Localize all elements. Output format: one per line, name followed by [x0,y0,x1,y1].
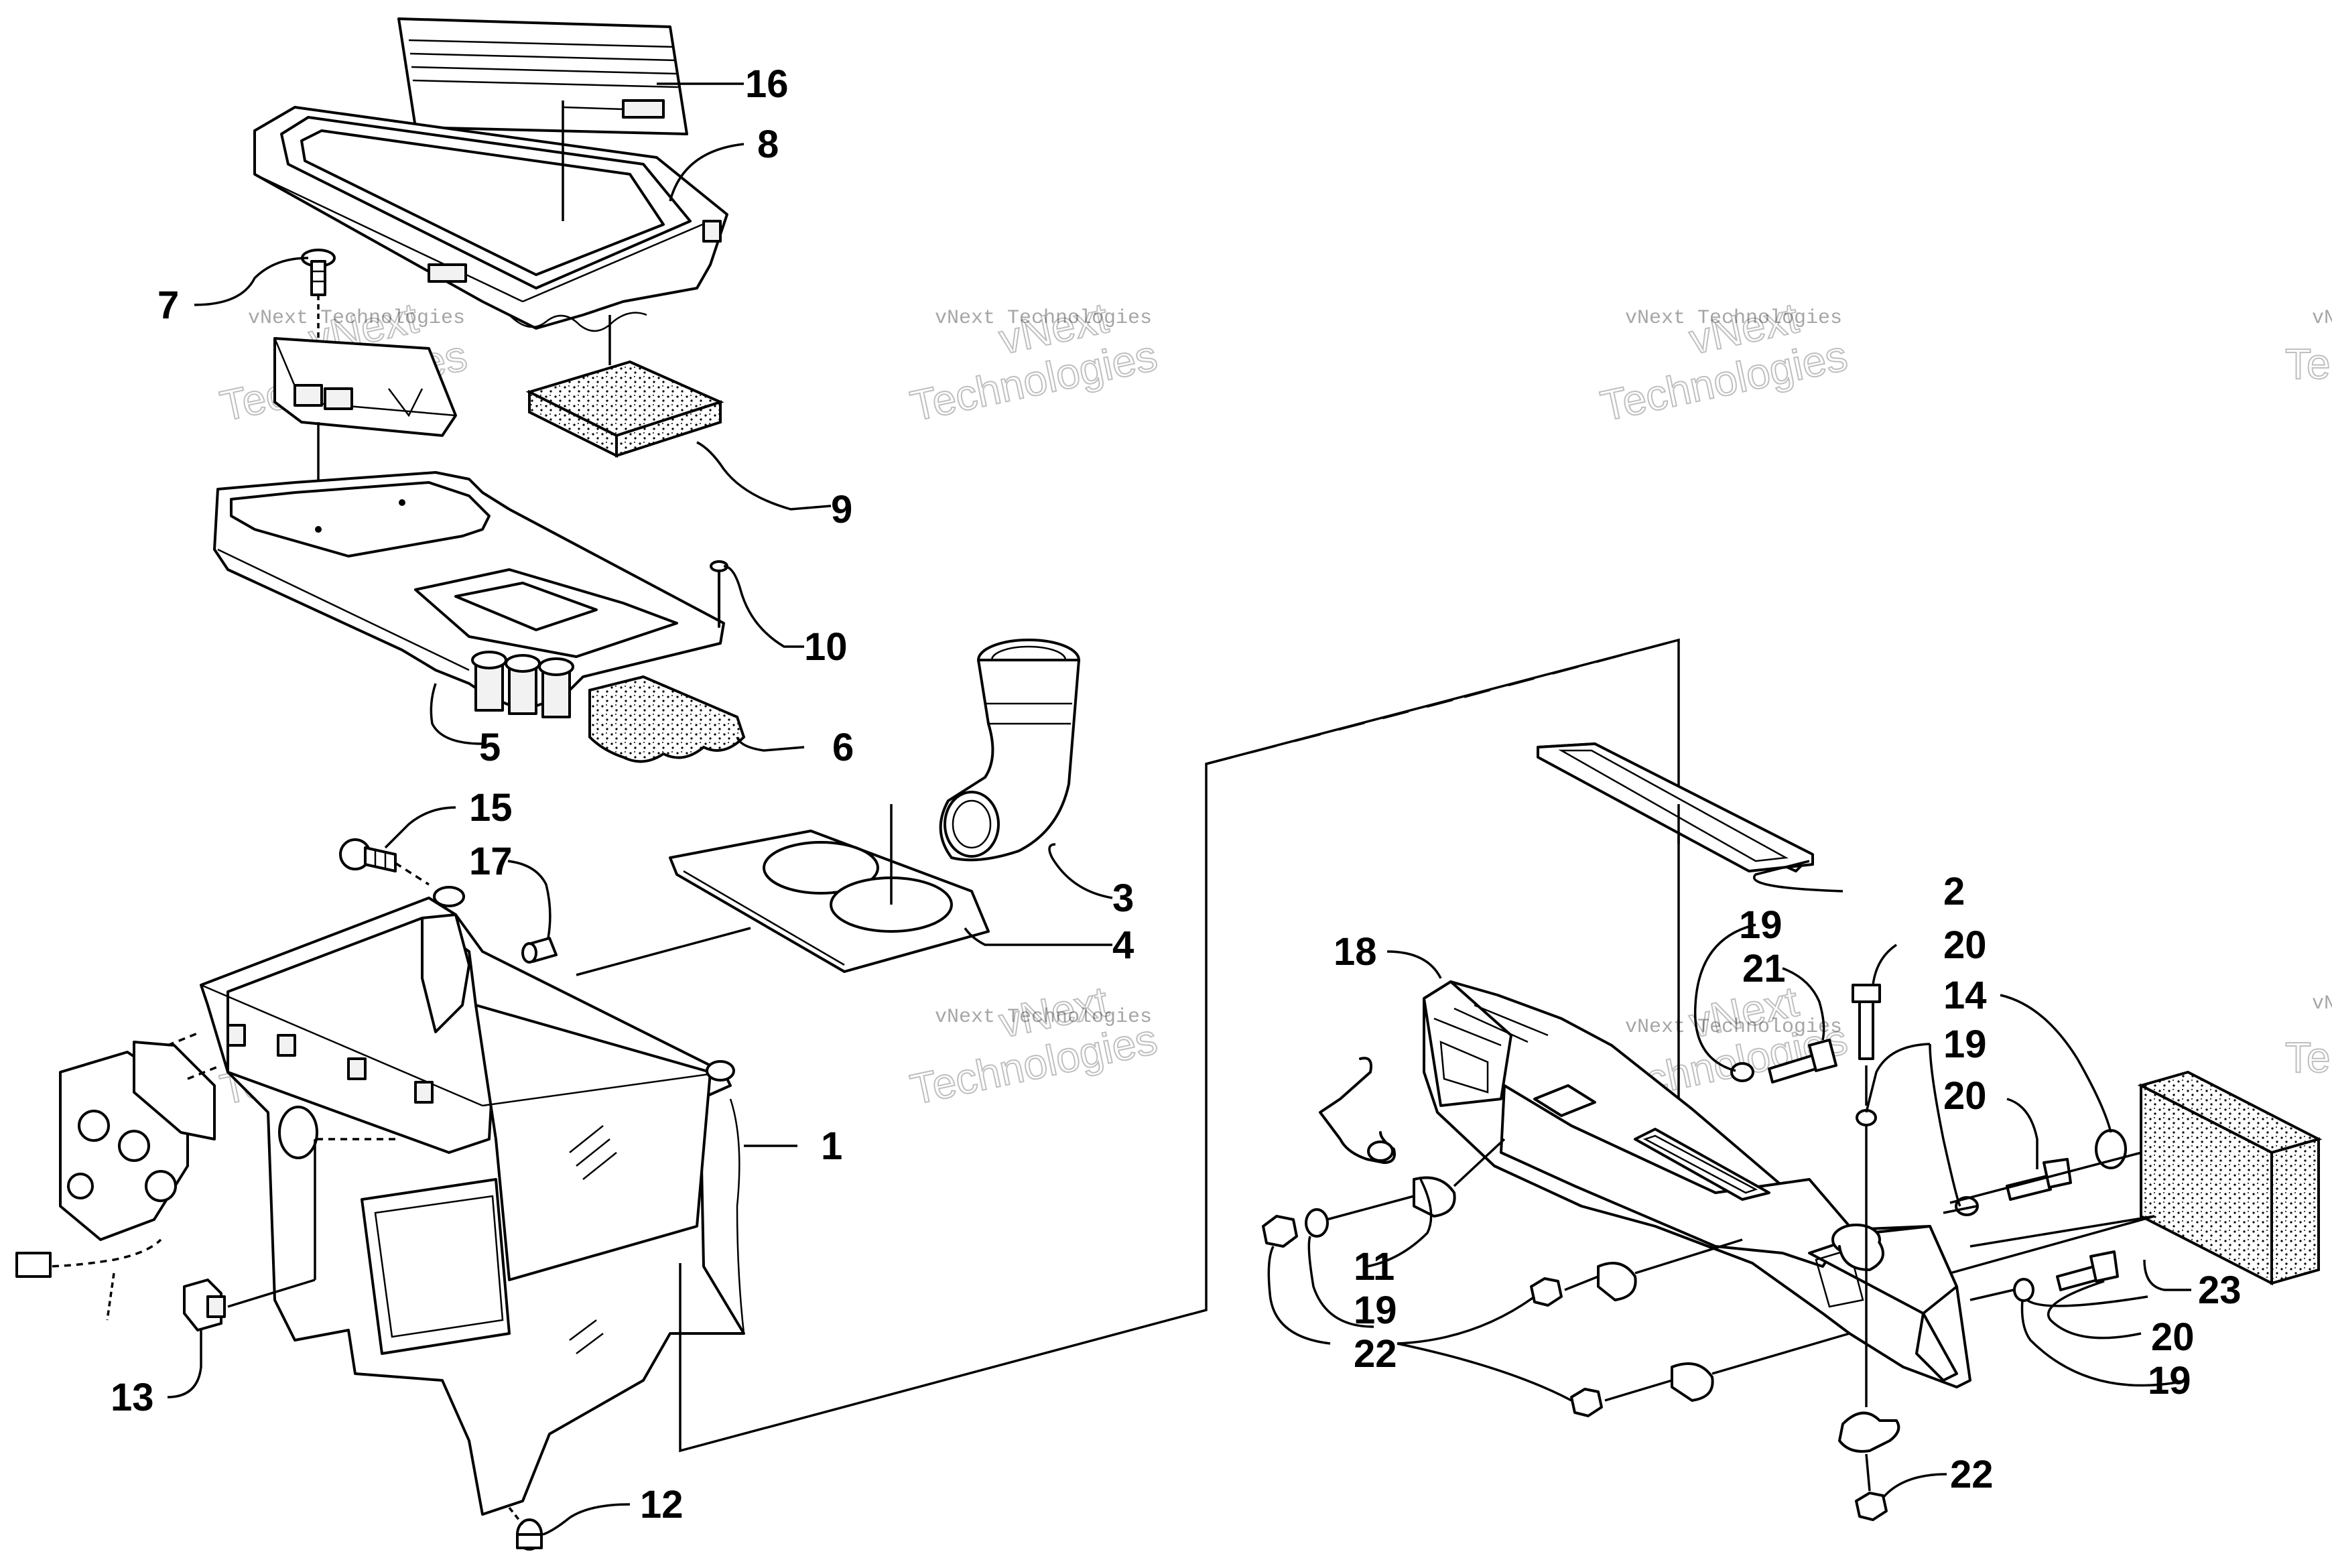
guide-line [508,1506,524,1526]
guide-line [167,1031,202,1047]
part-20-bolt-upper [1858,997,1874,1060]
guide-line [1943,1205,1978,1214]
guide-line [1604,1379,1673,1402]
callout-leaders [167,82,2191,1536]
watermark-text-edge: Te [2285,340,2331,388]
part-23-foam-block [2137,1070,2323,1286]
watermark: vNext Technologies [905,976,1161,1114]
watermark-text: vNext Technologies [935,307,1152,330]
callout-9: 9 [831,488,852,531]
part-20-bolt-mid [2006,1175,2052,1201]
part-16-decal [397,17,688,135]
callout-19: 19 [2148,1359,2191,1402]
watermark-text-edge: vN [2312,307,2332,330]
watermark-text: vNext Technologies [1625,307,1842,330]
guide-line [227,1279,316,1308]
part-11-wire-bail [1319,1057,1396,1164]
watermark-text: vNext Technologies [1625,1016,1842,1039]
part-3-elbow-boot [939,639,1080,862]
callout-19: 19 [1739,903,1783,947]
callout-19: 19 [1354,1289,1397,1332]
part-12-cap [516,1518,543,1551]
part-5-airbox-base [213,471,725,718]
guide-line [1711,1332,1850,1375]
guide-line [1969,1215,2155,1248]
control-module [273,337,457,437]
guide-line [1564,1275,1599,1291]
part-1-airbox-housing [200,886,745,1516]
guide-line [395,862,430,886]
guide-line [187,1064,222,1080]
guide-line [1969,1289,2014,1301]
hardware-group-mid [1730,984,2127,1216]
callout-20: 20 [1943,1074,1987,1118]
callout-17: 17 [469,840,513,883]
callout-5: 5 [479,726,501,769]
section-boundary [1464,639,1679,698]
watermark-text-edge: vN [2312,992,2332,1015]
guide-line [576,927,751,976]
callout-8: 8 [757,123,779,166]
callout-22: 22 [1950,1453,1994,1496]
watermark-text: vNext Technologies [935,1006,1152,1029]
callout-11: 11 [1354,1245,1395,1289]
watermark-text: vNext Technologies [248,307,465,330]
callout-16: 16 [745,62,789,106]
callout-21: 21 [1742,947,1786,990]
part-19-washer-upper [1730,1062,1754,1082]
part-7-screw [301,249,336,296]
part-22-nut-mid [1530,1277,1563,1307]
callout-15: 15 [469,786,513,830]
callout-10: 10 [804,625,848,669]
part-19-washer-left [1305,1208,1329,1238]
part-6-foam [588,675,746,763]
sensor-cluster [15,1041,216,1321]
callout-13: 13 [111,1376,154,1419]
part-22-nut-upper [1262,1215,1298,1248]
callout-14: 14 [1943,974,1987,1017]
guide-line [1634,1238,1743,1275]
callout-4: 4 [1112,923,1134,967]
callout-19: 19 [1943,1023,1987,1066]
watermark-text-edge: Te [2285,1033,2331,1082]
part-19-washer-mid [1856,1109,1877,1126]
callout-7: 7 [157,283,179,327]
part-9-filter [525,360,724,458]
guide-line [1326,1195,1415,1221]
callout-20: 20 [2151,1315,2195,1359]
guide-line [1949,1148,2155,1204]
callout-3: 3 [1112,876,1134,920]
part-15-bolt [339,838,397,872]
callout-1: 1 [821,1124,842,1168]
clamp-pad-mid [1597,1262,1637,1301]
section-boundary [679,638,1680,1453]
callout-12: 12 [640,1483,684,1526]
part-4-gasket [669,830,990,973]
knob [1838,1411,1900,1453]
callout-labels: 16 8 7 9 10 5 6 15 17 3 4 1 13 12 2 18 1… [111,62,2242,1526]
callout-18: 18 [1334,930,1377,974]
clamp-pad-low [1671,1362,1714,1402]
part-13-clip [183,1279,226,1331]
hardware-group-lower [2013,1250,2119,1302]
callout-22: 22 [1354,1332,1397,1376]
part-22-nut-bottom [1855,1492,1888,1521]
guide-line [1949,1215,2155,1275]
part-17-stud [521,937,558,964]
part-8-airbox-lid [253,106,728,332]
guide-line [1865,1453,1871,1492]
guide-line [1453,1138,1506,1187]
part-18-intake-duct [1423,980,1971,1388]
clamp-pad [1413,1176,1456,1218]
callout-20: 20 [1943,923,1987,967]
callout-2: 2 [1943,870,1965,913]
part-2-frame-gasket [1537,742,1814,872]
part-22-nut-low [1570,1388,1603,1417]
callout-6: 6 [832,726,854,769]
part-19-washer-lower [2013,1278,2034,1302]
callout-23: 23 [2198,1268,2242,1312]
